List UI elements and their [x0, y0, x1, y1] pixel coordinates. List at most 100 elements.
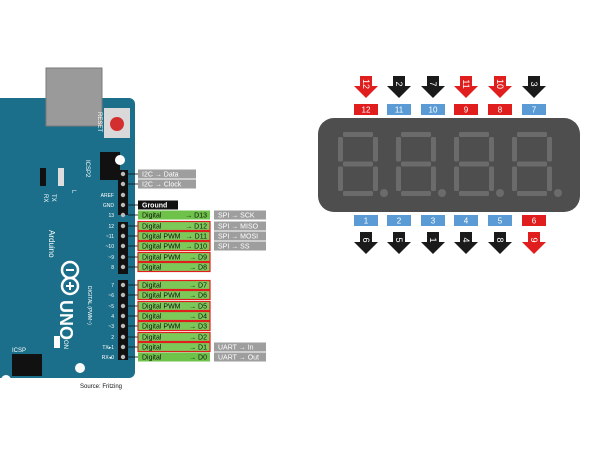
display-pin-label: 9 [464, 106, 469, 115]
pin-arrow: 12 [354, 76, 378, 98]
arrow-number: 5 [394, 237, 404, 242]
pin-number: ~5 [108, 304, 114, 310]
pin-function: Digital [142, 224, 162, 231]
pin-arrow: 7 [421, 76, 445, 98]
pin-function: Digital PWM [142, 255, 181, 262]
arrow-number: 3 [529, 81, 539, 86]
pin-id: → D5 [189, 304, 207, 311]
i2c-label-bg [138, 179, 196, 189]
pin-id: → D4 [189, 314, 207, 321]
segment [489, 137, 494, 162]
pin-id: → D11 [186, 234, 207, 241]
decimal-point [496, 189, 504, 197]
pin-function: Digital PWM [142, 304, 181, 311]
tx-label: TX [50, 194, 56, 202]
arrow-number: 9 [529, 237, 539, 242]
pin-number: ~10 [106, 244, 115, 250]
segment [517, 161, 547, 167]
digit [454, 132, 504, 197]
header-pin [120, 323, 126, 329]
display-pin-label: 10 [429, 106, 438, 115]
segment [373, 166, 378, 191]
segment [512, 166, 517, 191]
pin-id: → D1 [189, 345, 207, 352]
pin-number: 8 [111, 265, 114, 271]
segment [454, 137, 459, 162]
header-pin [120, 254, 126, 260]
pin-arrow: 6 [354, 232, 378, 254]
segment [459, 132, 489, 137]
header-pin [120, 344, 126, 350]
segment [338, 137, 343, 162]
pin-label-bg [454, 104, 478, 115]
pin-function: Digital [142, 213, 162, 220]
pin-function: Digital [142, 335, 162, 342]
segment [401, 161, 431, 167]
pin-id: → D10 [185, 244, 207, 251]
led-block [40, 168, 46, 186]
header-pin [120, 303, 126, 309]
pin-arrow: 9 [522, 232, 546, 254]
pin-label-bg [354, 215, 378, 226]
on-label: ON [62, 340, 68, 349]
segment [338, 166, 343, 191]
pin-id: → D6 [189, 293, 207, 300]
digit [338, 132, 388, 197]
arrow-number: 8 [495, 237, 505, 242]
mount-hole-bottom-left [1, 375, 11, 385]
pin-id: → D7 [189, 283, 207, 290]
segment [547, 137, 552, 162]
segment [489, 166, 494, 191]
on-led [54, 336, 60, 348]
mount-hole-bottom [75, 363, 85, 373]
digital-label: DIGITAL (PWM~) [86, 286, 92, 325]
pin-number: AREF [101, 193, 114, 199]
segment [517, 191, 547, 196]
header-pin [120, 192, 126, 198]
pin-label-bg [421, 104, 445, 115]
pin-arrow: 10 [488, 76, 512, 98]
header-pin [120, 282, 126, 288]
pin-label-bg [522, 215, 546, 226]
segment [454, 166, 459, 191]
pin-function: Digital [142, 355, 162, 362]
header-pin [120, 243, 126, 249]
header-pin [120, 181, 126, 187]
pin-function: Digital PWM [142, 234, 181, 241]
pin-arrow: 5 [387, 232, 411, 254]
arrow-number: 1 [428, 237, 438, 242]
pin-number: ~9 [108, 255, 114, 261]
segment [459, 161, 489, 167]
pin-label-bg [522, 104, 546, 115]
pin-arrow: 2 [387, 76, 411, 98]
pin-function: Digital PWM [142, 293, 181, 300]
segment [396, 137, 401, 162]
arrow-number: 7 [428, 81, 438, 86]
pin-function: Digital [142, 345, 162, 352]
pin-number: ~3 [108, 324, 114, 330]
display-pin-label: 5 [498, 217, 503, 226]
pin-function: Digital [142, 314, 162, 321]
segment [396, 166, 401, 191]
arduino-board: RESET ICSP2 TX RX L Arduino UNO DIGITAL … [0, 67, 135, 390]
pin-label-bg [387, 215, 411, 226]
header-pin [120, 334, 126, 340]
pin-function: Digital PWM [142, 324, 181, 331]
icsp2-header [100, 152, 120, 180]
pin-arrow: 1 [421, 232, 445, 254]
header-pin [120, 292, 126, 298]
segment [401, 132, 431, 137]
digit [396, 132, 446, 197]
arrow-number: 2 [394, 81, 404, 86]
segment [343, 161, 373, 167]
pin-alt-bg [214, 210, 266, 220]
segment [343, 191, 373, 196]
arrow-number: 4 [461, 237, 471, 242]
pin-function-bg [137, 240, 211, 252]
segment [343, 132, 373, 137]
pin-alt: UART → In [218, 345, 254, 352]
arrow-number: 6 [361, 237, 371, 242]
pin-function-bg [137, 251, 211, 263]
pin-alt-bg [214, 352, 266, 362]
display-pin-label: 12 [362, 106, 371, 115]
